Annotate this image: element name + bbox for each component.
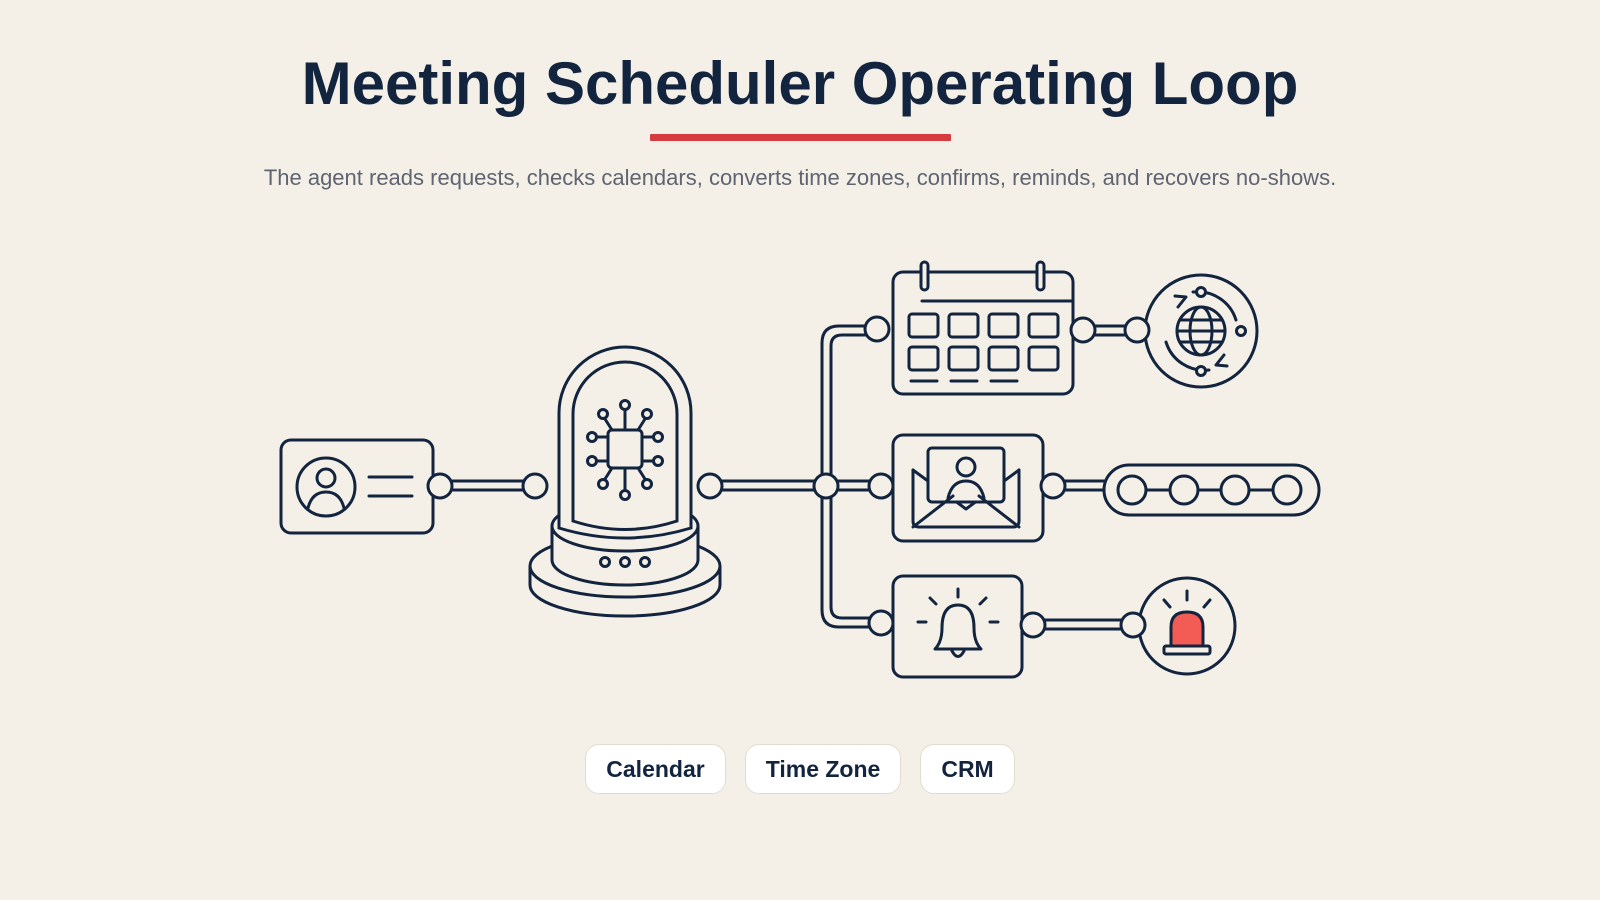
global-sync-icon [1143, 273, 1259, 389]
page-title: Meeting Scheduler Operating Loop [301, 50, 1299, 117]
reminder-bell-icon [891, 574, 1024, 679]
ai-agent-chip-dome-icon [528, 345, 722, 618]
alarm-siren-icon [1137, 576, 1237, 676]
title-underline [650, 134, 951, 141]
contact-card-icon [279, 438, 435, 535]
attendee-pipeline-icon [1102, 463, 1321, 517]
email-invite-icon [891, 433, 1045, 543]
tag-time-zone[interactable]: Time Zone [744, 744, 902, 794]
integration-tags: Calendar Time Zone CRM [0, 744, 1600, 794]
connection-nodes [426, 315, 1151, 639]
tag-calendar[interactable]: Calendar [585, 744, 726, 794]
calendar-icon [891, 260, 1075, 396]
page-subtitle: The agent reads requests, checks calenda… [263, 165, 1337, 190]
tag-crm[interactable]: CRM [920, 744, 1015, 794]
